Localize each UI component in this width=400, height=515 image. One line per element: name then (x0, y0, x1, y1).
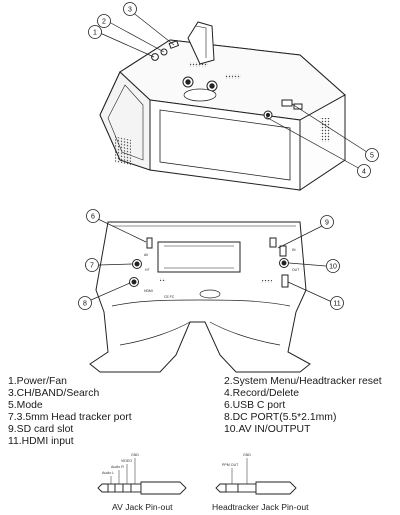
legend-item-5: 5.Mode (8, 400, 43, 411)
av-jack-diagram (97, 458, 187, 495)
callout-11: 11 (330, 296, 344, 310)
callout-11-label: 11 (333, 301, 340, 308)
slot-label-out: OUT (292, 268, 299, 272)
av-pin-audio-l: Audio L (102, 471, 114, 475)
callout-9: 9 (320, 215, 334, 229)
av-pin-gnd: GND (131, 453, 139, 457)
callout-9-label: 9 (325, 220, 329, 227)
callouts-top (99, 10, 371, 171)
callout-2: 2 (97, 14, 111, 28)
callout-5-label: 5 (370, 153, 374, 160)
goggles-bottom-view (89, 221, 311, 373)
legend-item-7: 7.3.5mm Head tracker port (8, 412, 132, 423)
av-jack-caption: AV Jack Pin-out (112, 502, 173, 512)
legend-item-6: 6.USB C port (224, 400, 286, 411)
legend-item-9: 9.SD card slot (8, 424, 74, 435)
legend: 1.Power/Fan 2.System Menu/Headtracker re… (0, 374, 400, 447)
callouts-bottom (90, 218, 333, 303)
ht-pin-ppm-out: PPM OUT (222, 463, 239, 467)
callout-5: 5 (365, 148, 379, 162)
callout-6-label: 6 (91, 214, 95, 221)
ht-pin-gnd: GND (243, 453, 251, 457)
legend-item-2: 2.System Menu/Headtracker reset (224, 376, 382, 387)
legend-item-10: 10.AV IN/OUTPUT (224, 424, 311, 435)
callout-8-label: 8 (83, 301, 87, 308)
callout-1: 1 (88, 25, 102, 39)
callout-4: 4 (357, 164, 371, 178)
callout-10: 10 (326, 259, 340, 273)
callout-7: 7 (85, 258, 99, 272)
ht-jack-caption: Headtracker Jack Pin-out (212, 502, 309, 512)
callout-6: 6 (86, 209, 100, 223)
slot-label-ht: HT (145, 268, 150, 272)
goggles-top-view (99, 21, 346, 191)
callout-10-label: 10 (329, 264, 337, 271)
legend-item-8: 8.DC PORT(5.5*2.1mm) (224, 412, 337, 423)
callout-3: 3 (123, 2, 137, 16)
legend-item-3: 3.CH/BAND/Search (8, 388, 100, 399)
slot-label-hdmi: HDMI (144, 289, 153, 293)
legend-item-4: 4.Record/Delete (224, 388, 300, 399)
callout-2-label: 2 (102, 19, 106, 26)
ce-mark-text: CE FC (164, 295, 175, 299)
callout-3-label: 3 (128, 7, 132, 14)
callout-1-label: 1 (93, 30, 97, 37)
slot-label-av: AV (144, 253, 149, 257)
ht-jack-diagram (215, 458, 297, 495)
callout-7-label: 7 (90, 263, 94, 270)
av-pin-video: VIDEO (121, 459, 132, 463)
legend-item-11: 11.HDMI input (8, 436, 74, 447)
callout-8: 8 (78, 296, 92, 310)
av-pin-audio-r: Audio R (111, 465, 124, 469)
slot-label-in: IN (292, 248, 296, 252)
legend-item-1: 1.Power/Fan (8, 376, 67, 387)
callout-4-label: 4 (362, 169, 366, 176)
